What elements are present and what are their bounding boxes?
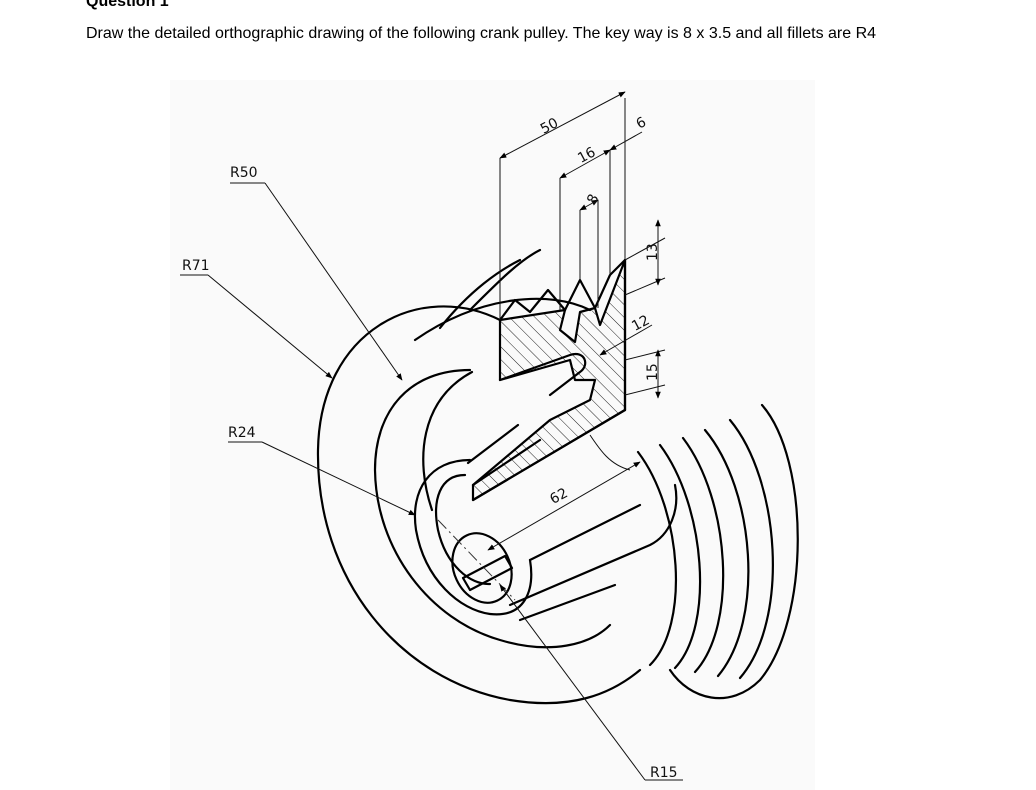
pulley-back-grooves (636, 403, 799, 700)
dim-62: 62 (547, 485, 570, 507)
dim-16: 16 (575, 144, 598, 167)
crank-pulley-drawing: R50 R71 R24 R15 50 16 8 6 13 12 15 62 (170, 80, 815, 790)
dim-15: 15 (645, 363, 661, 381)
dim-r15: R15 (650, 765, 678, 781)
dimension-lines (437, 91, 666, 601)
leader-lines (180, 182, 683, 781)
dim-12: 12 (629, 312, 652, 334)
pulley-isometric-svg: R50 R71 R24 R15 50 16 8 6 13 12 15 62 (180, 91, 799, 781)
dim-r71: R71 (182, 258, 210, 274)
dim-r24: R24 (228, 425, 256, 441)
dim-r50: R50 (230, 165, 258, 181)
question-heading: Question 1 (86, 0, 169, 10)
dim-13: 13 (645, 243, 661, 261)
pulley-section-cut (471, 258, 627, 502)
dim-8: 8 (584, 192, 602, 207)
pulley-front-disc (316, 248, 678, 705)
dim-50: 50 (538, 115, 561, 137)
dim-6: 6 (634, 114, 649, 132)
question-text: Draw the detailed orthographic drawing o… (86, 25, 877, 42)
